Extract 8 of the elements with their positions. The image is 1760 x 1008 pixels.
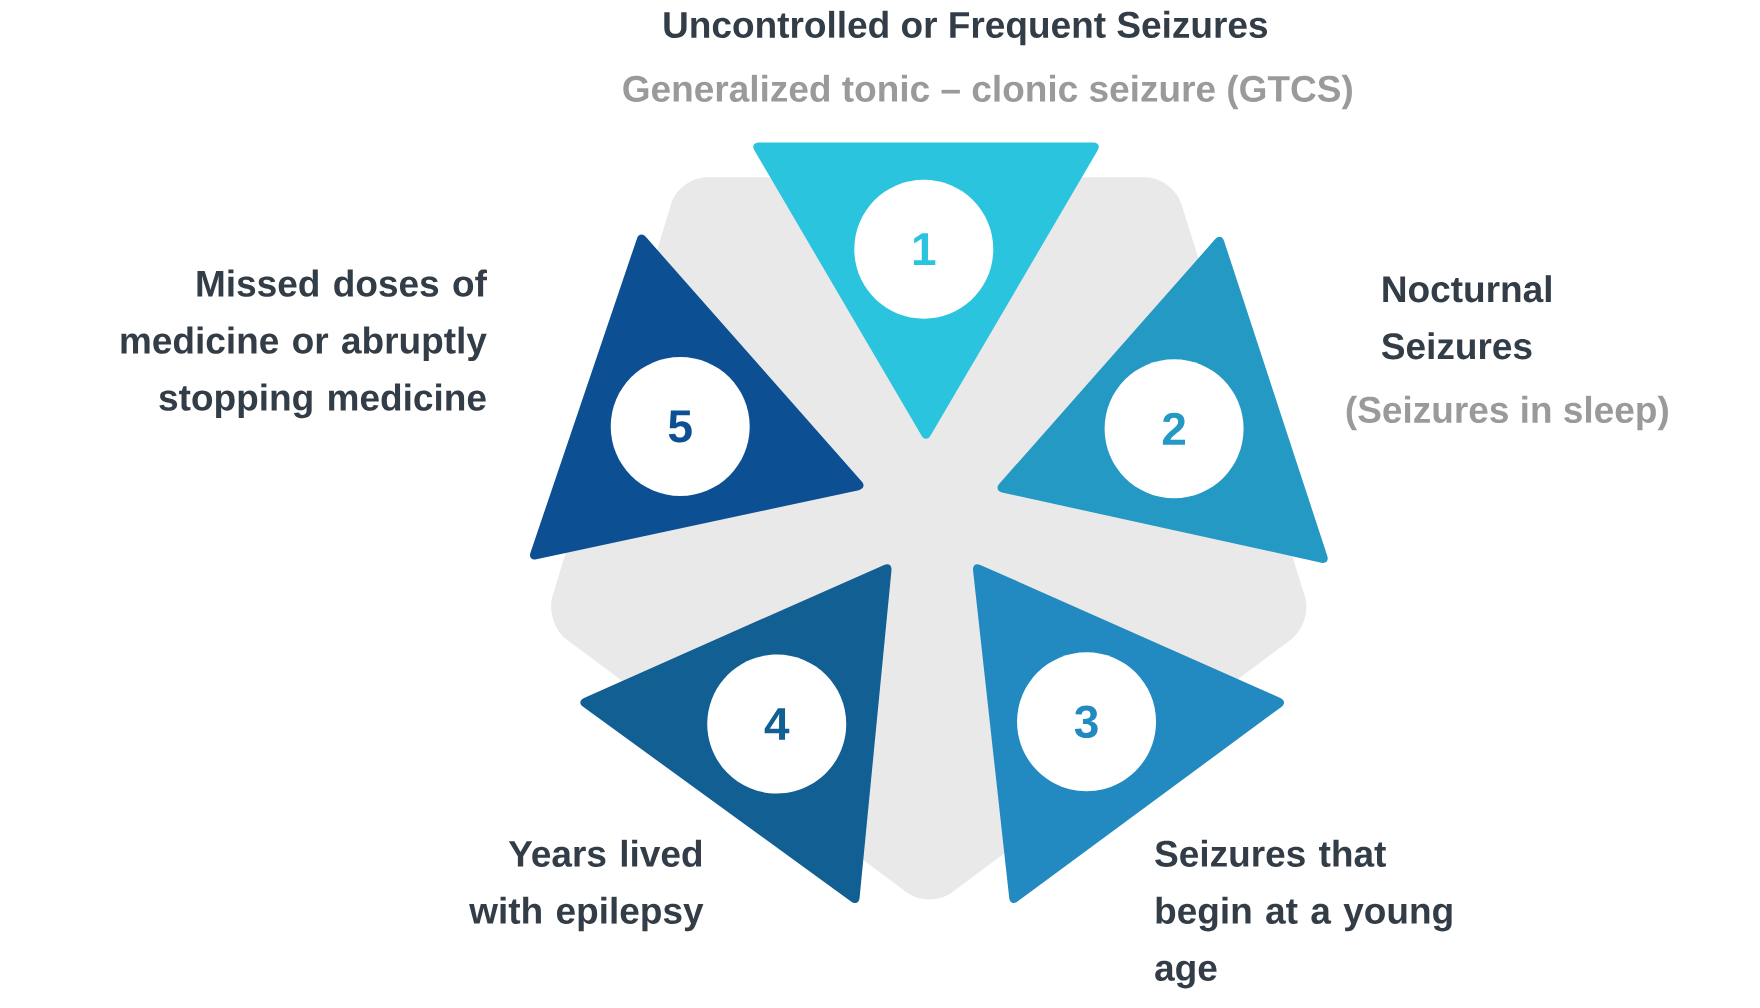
description-text: Missed doses of medicine or abruptly stopping medicine	[121, 269, 487, 419]
description-text: (Seizures in sleep)	[1346, 395, 1668, 431]
numbered-triangle: 5	[530, 234, 864, 560]
numbered-triangle: 2	[997, 236, 1328, 563]
description-text: Nocturnal Seizures	[1381, 275, 1551, 360]
description-text: Uncontrolled or Frequent Seizures	[664, 10, 1268, 46]
numbered-triangle: 1	[753, 142, 1099, 439]
description-text: Generalized tonic – clonic seizure (GTCS)	[623, 74, 1352, 110]
